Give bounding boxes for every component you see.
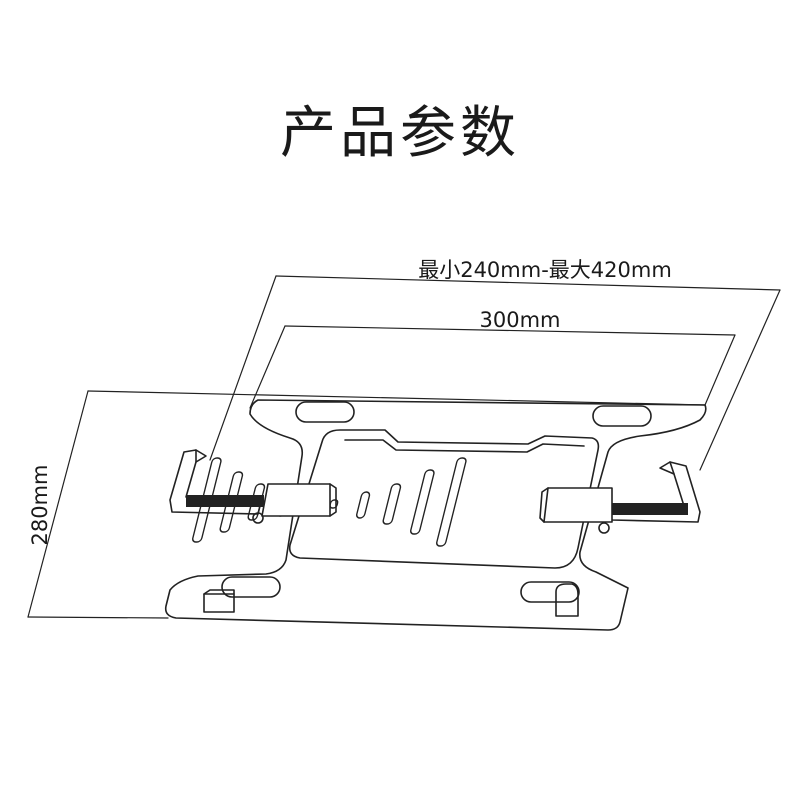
width-range-dimension: 最小240mm-最大420mm [209,258,781,471]
right-clamp-arm [539,461,701,534]
plate-width-dimension: 300mm [249,308,736,409]
stand-plate [164,399,707,631]
page-title: 产品参数 [280,101,520,166]
oval-cutouts [221,401,652,603]
front-stoppers [203,583,579,617]
width-range-label: 最小240mm-最大420mm [418,258,672,282]
left-clamp-arm [169,449,337,524]
depth-dimension: 280mm [27,390,706,619]
depth-label: 280mm [28,465,52,546]
plate-width-label: 300mm [480,308,561,332]
